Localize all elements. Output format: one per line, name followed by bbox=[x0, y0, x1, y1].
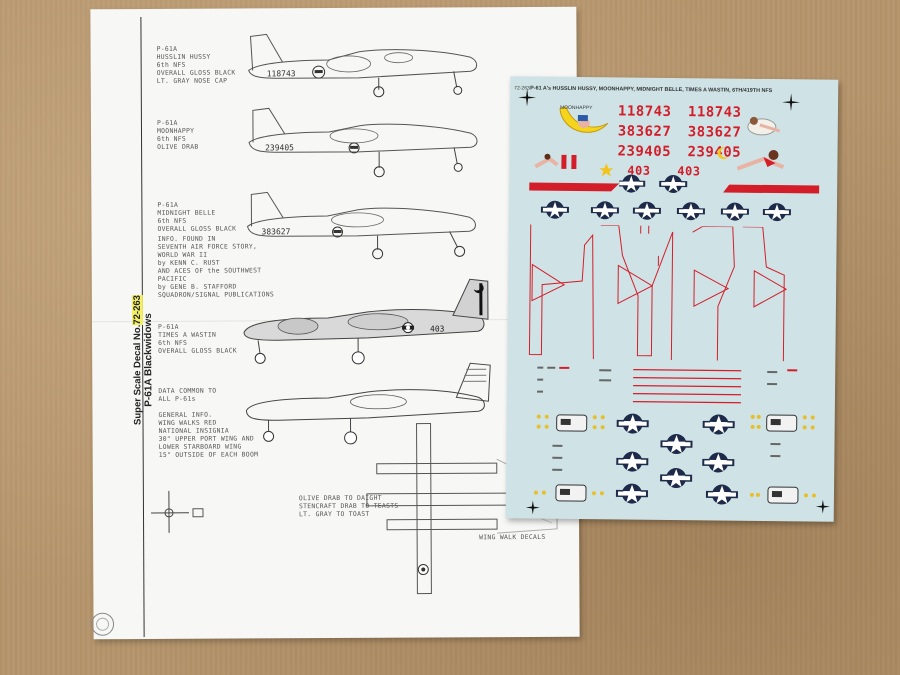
publisher-logo bbox=[91, 612, 115, 636]
aircraft-2-serial: 239405 bbox=[265, 143, 294, 152]
svg-text:MOONHAPPY: MOONHAPPY bbox=[560, 105, 593, 111]
aircraft-3-text: P-61A MIDNIGHT BELLE 6th NFS OVERALL GLO… bbox=[157, 200, 237, 233]
sheet-title: Super Scale Decal No.72-263 P-61A Blackw… bbox=[131, 275, 155, 445]
instruction-sheet: Super Scale Decal No.72-263 P-61A Blackw… bbox=[90, 6, 580, 640]
hussy-nose-art bbox=[747, 116, 781, 136]
decal-serial-383627-left: 383627 bbox=[617, 123, 672, 140]
crosshair-diagram bbox=[150, 490, 204, 533]
midnight-belle-nose-art bbox=[736, 150, 785, 171]
red-stripe-decals bbox=[529, 182, 820, 194]
insignia-row-2 bbox=[540, 200, 791, 222]
aircraft-1-text: P-61A HUSSLIN HUSSY 6th NFS OVERALL GLOS… bbox=[156, 44, 236, 85]
decal-title: P-61 A's HUSSLIN HUSSY, MOONHAPPY, MIDNI… bbox=[530, 85, 773, 95]
moonhappy-nose-art: MOONHAPPY bbox=[559, 105, 609, 133]
aircraft-2-text: P-61A MOONHAPPY 6th NFS OLIVE DRAB bbox=[156, 118, 199, 151]
moon-icon bbox=[717, 147, 729, 160]
star-icon bbox=[599, 163, 614, 177]
registration-mark-bottom-left bbox=[525, 500, 540, 515]
decal-serial-239405-left: 239405 bbox=[617, 143, 672, 160]
aircraft-4-profile: 403 bbox=[243, 278, 489, 365]
decal-serial-118743-left: 118743 bbox=[617, 103, 672, 120]
data-common-text: DATA COMMON TO ALL P-61s bbox=[158, 386, 217, 403]
insignia-row-1 bbox=[619, 174, 688, 194]
aircraft-4-text: P-61A TIMES A WASTIN 6th NFS OVERALL GLO… bbox=[157, 322, 237, 355]
stencil-decals bbox=[537, 366, 798, 404]
aircraft-1-serial: 118743 bbox=[267, 69, 296, 78]
drab-note-text: OLIVE DRAB TO DAIGHT STENCRAFT DRAB TO T… bbox=[298, 493, 399, 519]
aircraft-3-profile: 383627 bbox=[246, 191, 476, 260]
nose-panel-decals-right bbox=[749, 414, 816, 504]
aircraft-2-profile: 239405 bbox=[248, 107, 478, 178]
registration-mark-bottom-right bbox=[815, 499, 830, 514]
aircraft-4-serial: 403 bbox=[430, 324, 445, 333]
wing-note-text: WING WALK DECALS bbox=[479, 532, 546, 542]
aircraft-1-profile: 118743 bbox=[248, 33, 478, 98]
decal-sheet: 72-263 P-61 A's HUSSLIN HUSSY, MOONHAPPY… bbox=[505, 76, 839, 522]
sheet-title-number: 72-263 bbox=[131, 295, 144, 325]
insignia-cluster-lower bbox=[615, 413, 738, 505]
sheet-subtitle: P-61A Blackwidows bbox=[142, 313, 155, 407]
general-info-text: GENERAL INFO. WING WALKS RED NATIONAL IN… bbox=[158, 410, 259, 459]
nose-panel-decals-left bbox=[533, 414, 605, 502]
common-data-profile bbox=[245, 362, 491, 445]
decal-serial-118743-right: 118743 bbox=[687, 104, 742, 121]
sheet-title-prefix: Super Scale Decal No. bbox=[132, 324, 144, 426]
times-a-wastin-nose-art bbox=[534, 153, 577, 169]
aircraft-3-serial: 383627 bbox=[261, 227, 290, 236]
registration-mark-top-left bbox=[518, 88, 537, 107]
wing-walk-outline-decals bbox=[528, 224, 788, 362]
registration-mark-top-right bbox=[782, 93, 801, 112]
decal-serial-383627-right: 383627 bbox=[687, 124, 742, 141]
